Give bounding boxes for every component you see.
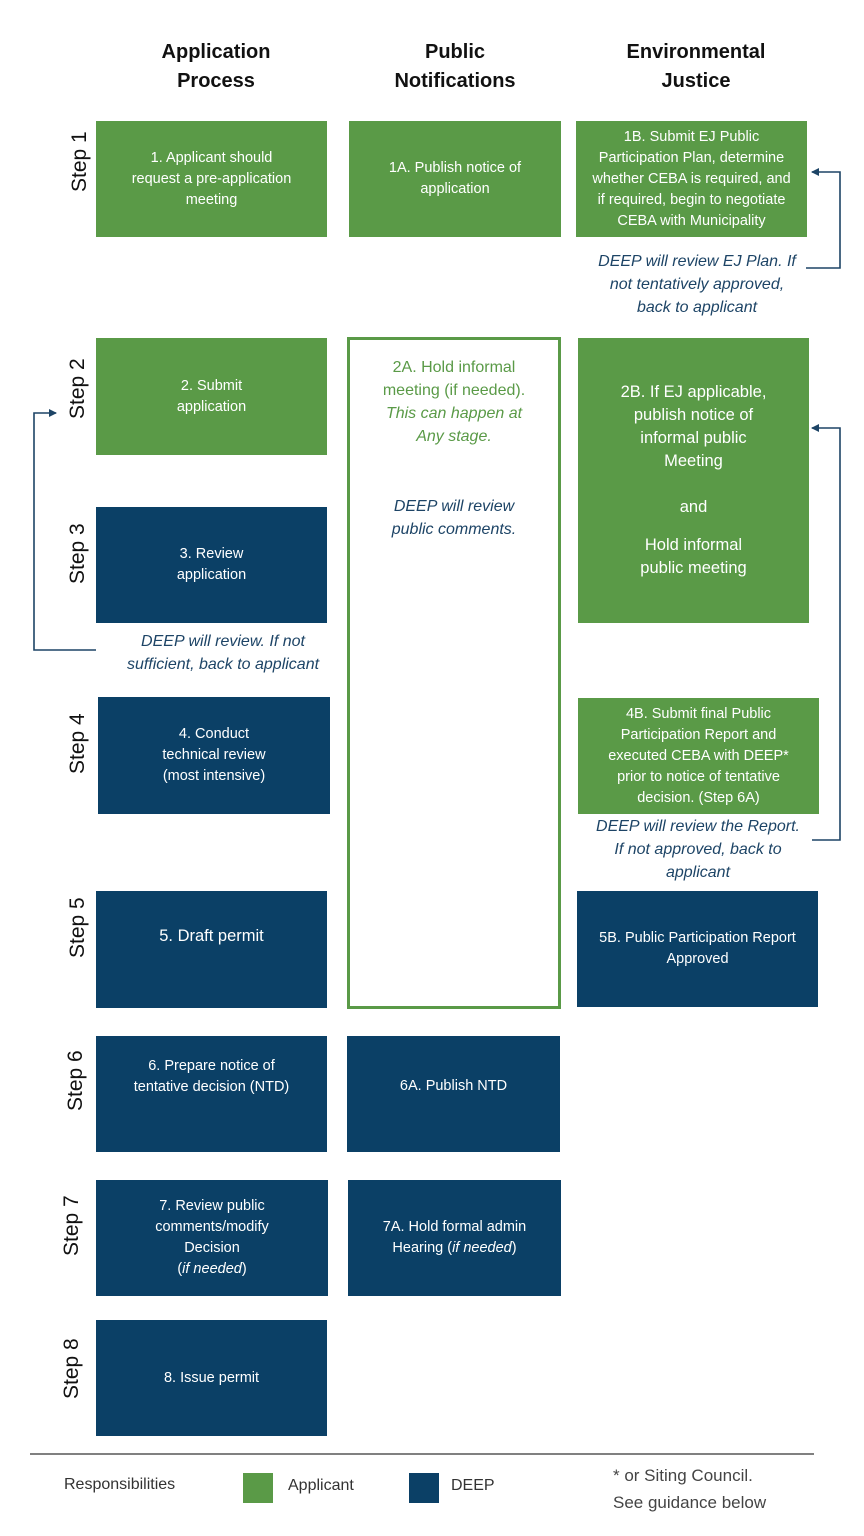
legend-title: Responsibilities [64, 1476, 176, 1493]
box-step-3: 3. Review application [96, 507, 327, 623]
step-label-4: Step 4 [66, 713, 89, 774]
legend-divider [30, 1453, 814, 1455]
header-public-notifications: Public Notifications [394, 41, 516, 92]
step-label-3: Step 3 [66, 523, 89, 584]
legend-applicant-swatch [243, 1473, 273, 1503]
box-step-6a: 6A. Publish NTD [347, 1036, 560, 1152]
step-label-1: Step 1 [68, 131, 91, 192]
step-label-5: Step 5 [66, 897, 89, 958]
box-step-1: 1. Applicant should request a pre-applic… [96, 121, 327, 237]
box-step-5: 5. Draft permit [96, 891, 327, 1008]
box-step-8: 8. Issue permit [96, 1320, 327, 1436]
box-step-1b: 1B. Submit EJ Public Participation Plan,… [576, 121, 807, 237]
note-review-back-to-applicant: DEEP will review. If not sufficient, bac… [126, 633, 320, 673]
box-step-1a: 1A. Publish notice of application [349, 121, 561, 237]
box-step-4b: 4B. Submit final Public Participation Re… [578, 698, 819, 814]
step-label-7: Step 7 [60, 1195, 83, 1256]
box-step-7: 7. Review public comments/modify Decisio… [96, 1180, 328, 1296]
box-step-4: 4. Conduct technical review (most intens… [98, 697, 330, 814]
box-step-7a: 7A. Hold formal admin Hearing (if needed… [348, 1180, 561, 1296]
legend-applicant-label: Applicant [288, 1477, 354, 1494]
step-label-6: Step 6 [64, 1050, 87, 1111]
legend-deep-swatch [409, 1473, 439, 1503]
header-environmental-justice: Environmental Justice [626, 41, 766, 92]
note-report-review: DEEP will review the Report. If not appr… [596, 818, 800, 881]
box-step-5b: 5B. Public Participation Report Approved [577, 891, 818, 1007]
box-step-2: 2. Submit application [96, 338, 327, 455]
legend-deep-label: DEEP [451, 1477, 495, 1494]
step-label-2: Step 2 [66, 358, 89, 419]
step-label-8: Step 8 [60, 1338, 83, 1399]
note-ej-plan-review: DEEP will review EJ Plan. If not tentati… [598, 253, 796, 316]
box-step-6: 6. Prepare notice of tentative decision … [96, 1036, 327, 1152]
footnote-siting-council: * or Siting Council. See guidance below [613, 1466, 767, 1512]
header-application-process: Application Process [161, 41, 271, 92]
box-step-2b: 2B. If EJ applicable, publish notice of … [578, 338, 809, 623]
box-step-2a-outline: 2A. Hold informal meeting (if needed). T… [347, 337, 561, 1009]
